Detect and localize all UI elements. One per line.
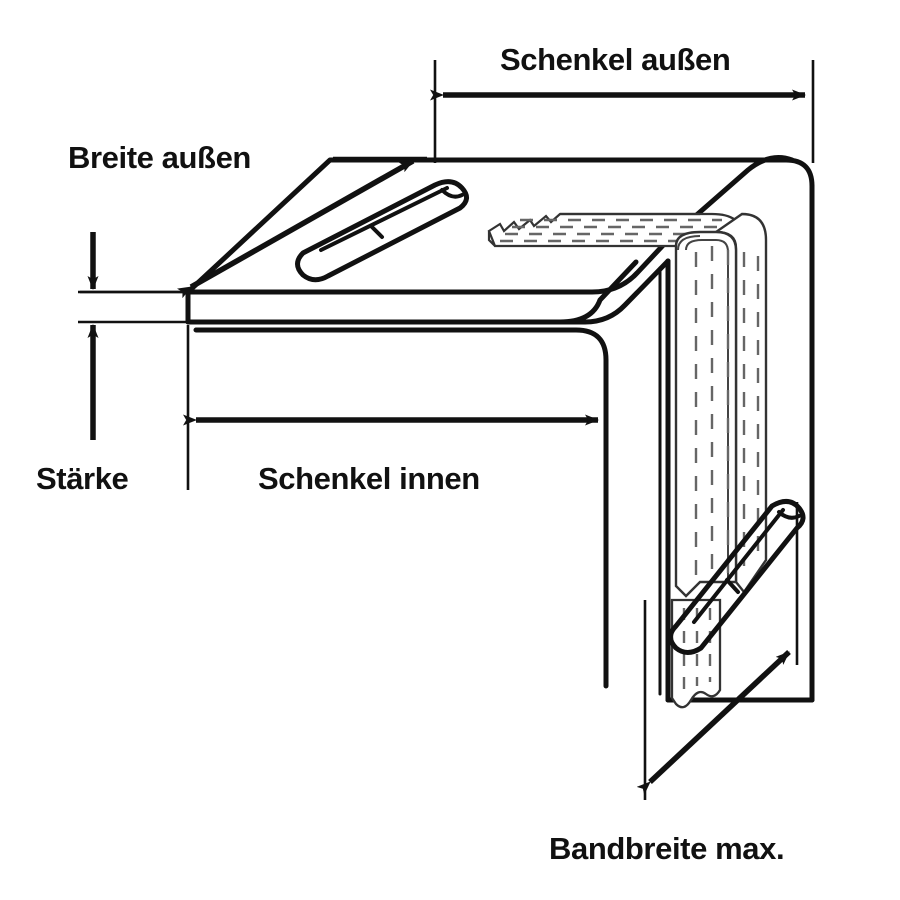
band-vertical-dashes (694, 246, 760, 578)
inner-corner-outline (188, 322, 616, 700)
label-staerke: Stärke (36, 461, 129, 496)
dimension-schenkel-innen (183, 325, 608, 490)
dim-arrow (176, 158, 415, 299)
horizontal-leg-top-front-edge (185, 237, 671, 295)
inner-corner-line (193, 327, 609, 689)
band-vertical-front (674, 230, 738, 598)
horizontal-leg-front-edge (185, 258, 671, 325)
label-schenkel-innen: Schenkel innen (258, 461, 480, 496)
inner-face-edge (185, 259, 639, 325)
dim-arrow (636, 649, 791, 795)
bracket-inner-edges (185, 259, 639, 325)
slot-hole-top (295, 179, 469, 283)
band-fold-lines (677, 235, 729, 580)
dimension-staerke (78, 232, 186, 440)
dimension-bandbreite-max (636, 502, 799, 800)
dimension-schenkel-aussen (430, 60, 815, 163)
label-schenkel-aussen: Schenkel außen (500, 42, 730, 77)
band-texture-dashes (500, 218, 736, 243)
outer-bend-front (665, 155, 795, 243)
band-top-underside (487, 231, 496, 247)
band-strap (487, 212, 768, 709)
label-breite-aussen: Breite außen (68, 140, 251, 175)
label-bandbreite-max: Bandbreite max. (549, 831, 784, 866)
